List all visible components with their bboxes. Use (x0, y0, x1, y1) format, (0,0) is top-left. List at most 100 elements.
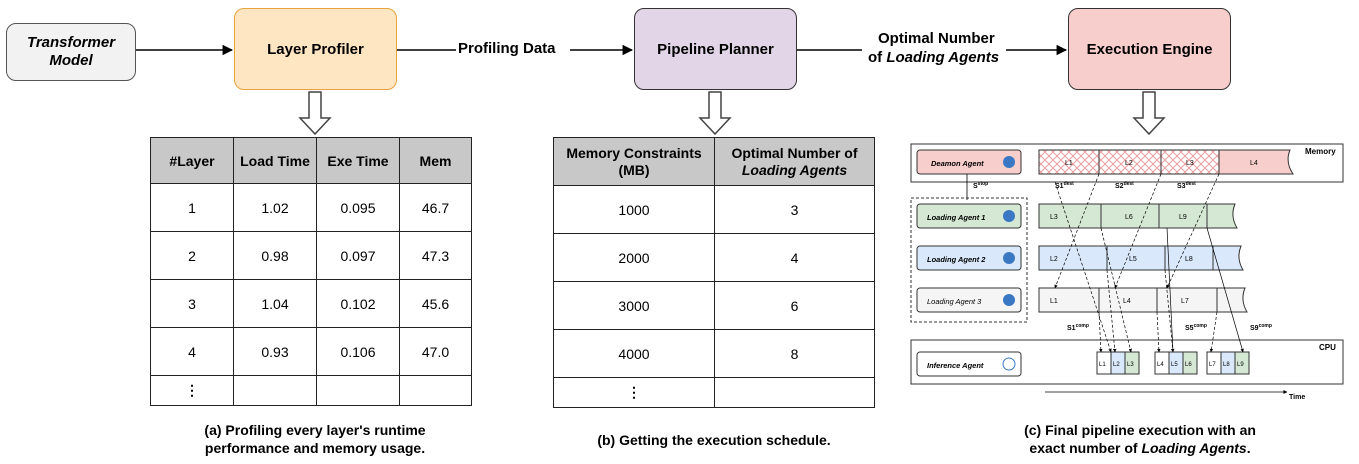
la1-cell-tail (1206, 203, 1238, 229)
loading-agent-2-label: Loading Agent 2 (927, 255, 986, 264)
memory-cell-1 (1038, 149, 1100, 175)
pipeline-planner-label: Pipeline Planner (657, 40, 774, 58)
table-cell: 4 (150, 327, 234, 376)
la3-cell-text: L7 (1181, 298, 1189, 305)
profile-header-load: Load Time (233, 137, 317, 184)
caption-a: (a) Profiling every layer's runtime perf… (140, 421, 490, 457)
cpu-cell-3 (1124, 351, 1140, 375)
la3-cell-1 (1038, 287, 1100, 313)
table-cell: 1000 (553, 185, 715, 234)
table-row: 3 1.04 0.102 45.6 (150, 279, 472, 328)
table-cell: 2000 (553, 233, 715, 282)
s9-solid-line (1206, 227, 1244, 353)
table-cell: 47.0 (399, 327, 472, 376)
la2-cell-3 (1164, 245, 1214, 271)
optimal-number-of: of (868, 49, 887, 66)
la1-cell-1 (1038, 203, 1102, 229)
s9-comp-label: S9comp (1250, 323, 1272, 332)
transformer-model-label: Transformer Model (26, 34, 116, 69)
table-row: ⋮ (150, 375, 472, 406)
down-arrow-profiler (298, 91, 332, 136)
caption-c-line2-b: Loading Agents (1141, 440, 1247, 456)
la1-cell-3 (1158, 203, 1208, 229)
la3-cell-2 (1098, 287, 1158, 313)
s3-dest-label: S3dest (1177, 181, 1196, 190)
inference-agent-label: Inference Agent (927, 361, 984, 370)
table-cell: 0.102 (316, 279, 400, 328)
table-cell (714, 377, 875, 408)
caption-b: (b) Getting the execution schedule. (597, 432, 831, 448)
loading-agent-1-label: Loading Agent 1 (927, 213, 985, 222)
s2-dest-label: S2dest (1115, 181, 1134, 190)
caption-c-line2: exact number of Loading Agents. (975, 439, 1305, 457)
caption-c: (c) Final pipeline execution with an exa… (975, 421, 1305, 457)
la3-cell-text: L4 (1123, 298, 1131, 305)
la3-cell-tail (1216, 287, 1248, 313)
table-cell: ⋮ (553, 377, 715, 408)
schedule-header-agents-text: Optimal Number of Loading Agents (731, 144, 858, 178)
cpu-label: CPU (1319, 343, 1336, 352)
table-cell: 4 (714, 233, 875, 282)
table-cell: 0.106 (316, 327, 400, 376)
la1-cell-text: L3 (1050, 214, 1058, 221)
la2-cell-1 (1038, 245, 1108, 271)
table-row: 3000 6 (553, 281, 875, 330)
caption-a-line2: performance and memory usage. (204, 440, 426, 456)
cpu-cell-text: L2 (1113, 362, 1120, 368)
down-arrow-engine (1132, 91, 1166, 136)
comp-line (1098, 311, 1103, 353)
cpu-cell-text: L1 (1099, 362, 1106, 368)
table-cell: 8 (714, 329, 875, 378)
la2-cell-tail (1212, 245, 1244, 271)
optimal-number-label-line1: Optimal Number (878, 30, 995, 47)
table-row: 4000 8 (553, 329, 875, 378)
dest-line (1054, 173, 1100, 289)
loading-agent-3-icon (1003, 294, 1015, 306)
loading-agent-3-box (916, 287, 1022, 313)
table-cell (399, 375, 472, 406)
layer-profiler-label: Layer Profiler (267, 40, 364, 58)
table-cell: 1.04 (233, 279, 317, 328)
cpu-cell-text: L6 (1185, 362, 1192, 368)
time-label: Time (1289, 394, 1305, 401)
down-arrow-planner (698, 91, 732, 136)
memory-cell-4 (1218, 149, 1294, 175)
memory-cell-2 (1098, 149, 1162, 175)
table-row: 1 1.02 0.095 46.7 (150, 183, 472, 232)
table-cell: 4000 (553, 329, 715, 378)
caption-c-line2-c: . (1246, 440, 1251, 456)
la2-cell-text: L8 (1185, 256, 1193, 263)
table-cell: 47.3 (399, 231, 472, 280)
table-cell: 0.93 (233, 327, 317, 376)
table-row: 1000 3 (553, 185, 875, 234)
profile-header-layer: #Layer (150, 137, 234, 184)
caption-a-line1: (a) Profiling every layer's runtime (204, 422, 426, 438)
loading-agent-1-icon (1003, 210, 1015, 222)
table-cell: 1 (150, 183, 234, 232)
loading-agent-2-box (916, 245, 1022, 271)
cpu-cell-text: L3 (1127, 362, 1134, 368)
table-cell: ⋮ (150, 375, 234, 406)
caption-c-line1: (c) Final pipeline execution with an (1024, 422, 1256, 438)
cpu-cell-text: L4 (1157, 362, 1164, 368)
profile-table: #Layer Load Time Exe Time Mem 1 1.02 0.0… (150, 137, 472, 406)
memory-cell-text: L2 (1125, 160, 1133, 167)
cpu-cell-text: L5 (1171, 362, 1178, 368)
table-cell: 0.095 (316, 183, 400, 232)
memory-cell-text: L3 (1186, 160, 1194, 167)
inference-agent-icon (1002, 357, 1016, 371)
s1-dest-label: S1dest (1055, 181, 1074, 190)
schedule-header-agents: Optimal Number of Loading Agents (714, 137, 875, 186)
table-cell: 45.6 (399, 279, 472, 328)
la1-cell-text: L6 (1125, 214, 1133, 221)
loading-agent-1-box (916, 203, 1022, 229)
la1-cell-2 (1100, 203, 1160, 229)
pipeline-planner-node: Pipeline Planner (634, 8, 797, 90)
dest-line (1166, 173, 1220, 289)
loading-agent-3-label: Loading Agent 3 (927, 297, 982, 306)
cpu-cell-6 (1182, 351, 1198, 375)
table-cell: 3 (714, 185, 875, 234)
comp-line (1100, 227, 1132, 353)
profile-header-exe: Exe Time (316, 137, 400, 184)
table-cell (316, 375, 400, 406)
